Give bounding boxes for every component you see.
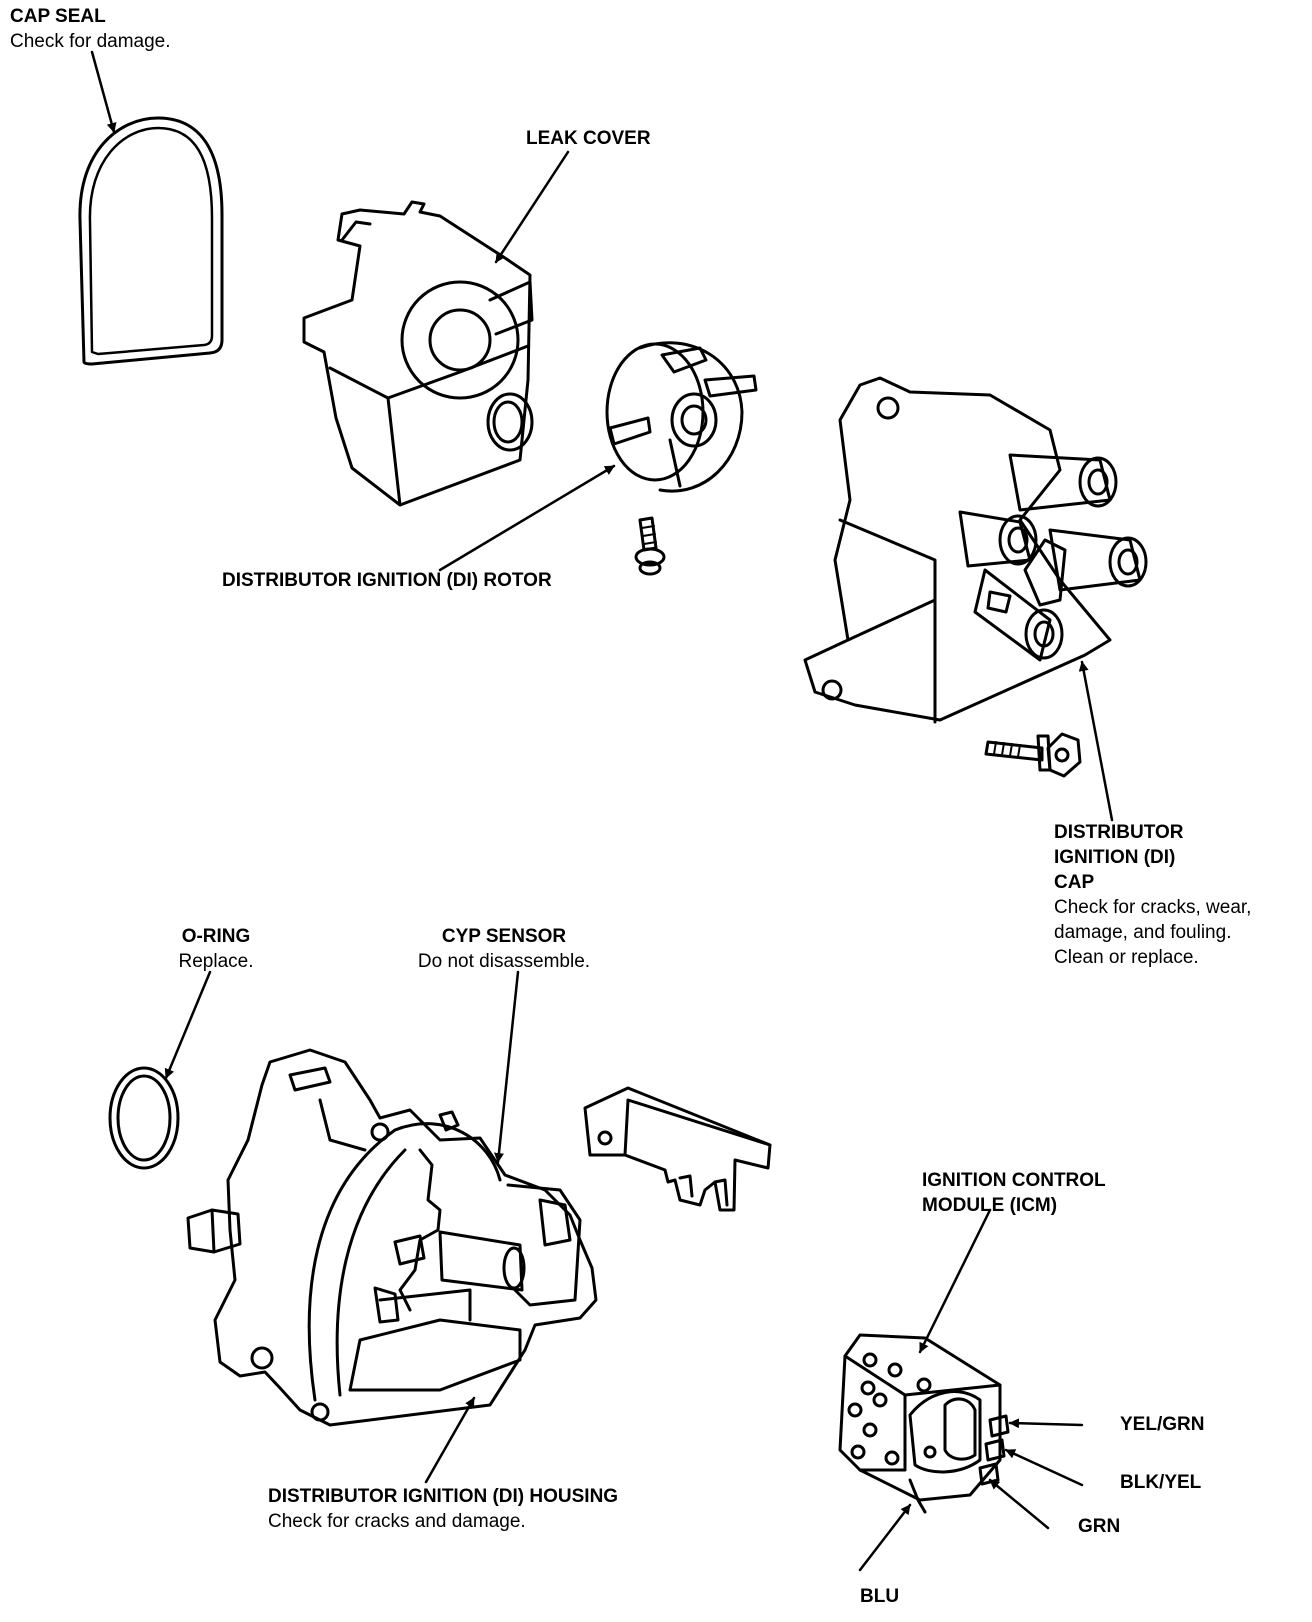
cap-title-line-1: DISTRIBUTOR (1054, 822, 1184, 843)
leak-cover (302, 200, 534, 507)
leader-blu (858, 1503, 912, 1572)
wire-blu-label: BLU (860, 1584, 899, 1609)
cap-label: DISTRIBUTOR IGNITION (DI) CAP Check for … (1054, 820, 1251, 970)
leader-cap (1078, 660, 1114, 822)
bracket (583, 1086, 772, 1212)
cyp-sensor-title: CYP SENSOR (441, 926, 567, 947)
o-ring-label: O-RING Replace. (168, 924, 264, 974)
cap-title-line-3: CAP (1054, 872, 1095, 893)
leader-blk-yel (1004, 1448, 1084, 1487)
wire-blk-yel-label: BLK/YEL (1120, 1470, 1201, 1495)
leader-yel-grn (1008, 1418, 1084, 1429)
wire-blk-yel-text: BLK/YEL (1120, 1472, 1202, 1493)
cap-note-line-2: damage, and fouling. (1054, 922, 1232, 943)
leak-cover-title: LEAK COVER (526, 128, 651, 149)
leader-rotor (438, 464, 616, 572)
di-rotor (605, 341, 758, 493)
leader-cyp-sensor (493, 970, 520, 1164)
cap-title-line-2: IGNITION (DI) (1054, 847, 1176, 868)
cap-seal-label: CAP SEAL Check for damage. (10, 4, 171, 54)
icm-module (838, 1333, 1010, 1514)
o-ring-note: Replace. (178, 951, 254, 972)
o-ring-title: O-RING (181, 926, 251, 947)
cyp-sensor-label: CYP SENSOR Do not disassemble. (404, 924, 604, 974)
rotor-title: DISTRIBUTOR IGNITION (DI) ROTOR (222, 570, 552, 591)
leader-o-ring (164, 970, 212, 1080)
wire-yel-grn-label: YEL/GRN (1120, 1412, 1204, 1437)
wire-grn-text: GRN (1078, 1516, 1121, 1537)
icm-title-line-1: IGNITION CONTROL (922, 1170, 1106, 1191)
housing-label: DISTRIBUTOR IGNITION (DI) HOUSING Check … (268, 1484, 618, 1534)
housing-note: Check for cracks and damage. (268, 1511, 526, 1532)
cap-seal-note: Check for damage. (10, 31, 171, 52)
leak-cover-label: LEAK COVER (526, 126, 651, 151)
rotor-label: DISTRIBUTOR IGNITION (DI) ROTOR (222, 568, 552, 593)
cap-note-line-1: Check for cracks, wear, (1054, 897, 1252, 918)
o-ring (108, 1066, 180, 1170)
cyp-sensor-note: Do not disassemble. (417, 951, 591, 972)
housing-title: DISTRIBUTOR IGNITION (DI) HOUSING (268, 1486, 619, 1507)
cap-seal-title: CAP SEAL (10, 6, 106, 27)
icm-title-line-2: MODULE (ICM) (922, 1195, 1058, 1216)
wire-blu-text: BLU (860, 1586, 900, 1607)
cap-note-line-3: Clean or replace. (1054, 947, 1199, 968)
icm-label: IGNITION CONTROL MODULE (ICM) (922, 1168, 1106, 1218)
rotor-screw (634, 516, 666, 576)
leader-cap-seal (90, 50, 117, 134)
cap-bolt (984, 732, 1082, 778)
wire-yel-grn-text: YEL/GRN (1120, 1414, 1205, 1435)
leader-grn (988, 1478, 1050, 1530)
leader-leak-cover (494, 150, 570, 264)
leader-icm (918, 1208, 992, 1354)
cap-seal (78, 116, 224, 366)
leader-lines (90, 50, 1114, 1572)
di-housing (186, 1048, 598, 1427)
di-cap (803, 376, 1148, 724)
leader-housing (424, 1396, 476, 1484)
wire-grn-label: GRN (1078, 1514, 1120, 1539)
